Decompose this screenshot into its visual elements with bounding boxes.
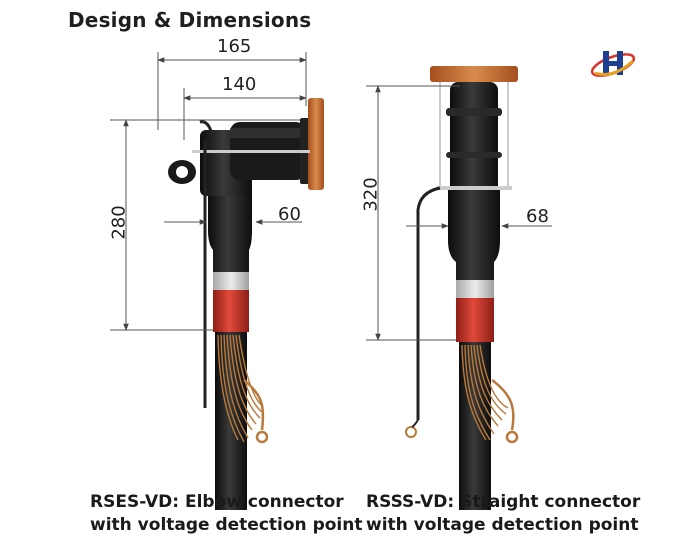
straight-caption-line2: with voltage detection point [366,515,639,535]
elbow-caption-line1: RSES-VD: Elbow connector [90,492,344,512]
elbow-caption: RSES-VD: Elbow connector with voltage de… [90,491,362,537]
straight-dimension-lines [366,85,552,341]
dimension-label-320: 320 [360,177,382,212]
straight-caption: RSSS-VD: Straight connector with voltage… [366,491,640,537]
elbow-dimension-lines [110,52,307,331]
dimension-label-68: 68 [526,206,549,227]
elbow-connector-drawing [168,98,324,510]
dimension-label-165: 165 [217,36,252,57]
dimension-label-60: 60 [278,204,301,225]
dimension-label-280: 280 [108,205,130,240]
company-logo-icon [590,51,636,77]
dimension-label-140: 140 [222,74,257,95]
straight-connector-drawing [405,66,519,510]
elbow-caption-line2: with voltage detection point [90,515,363,535]
straight-caption-line1: RSSS-VD: Straight connector [366,492,641,512]
page-title: Design & Dimensions [68,8,312,32]
